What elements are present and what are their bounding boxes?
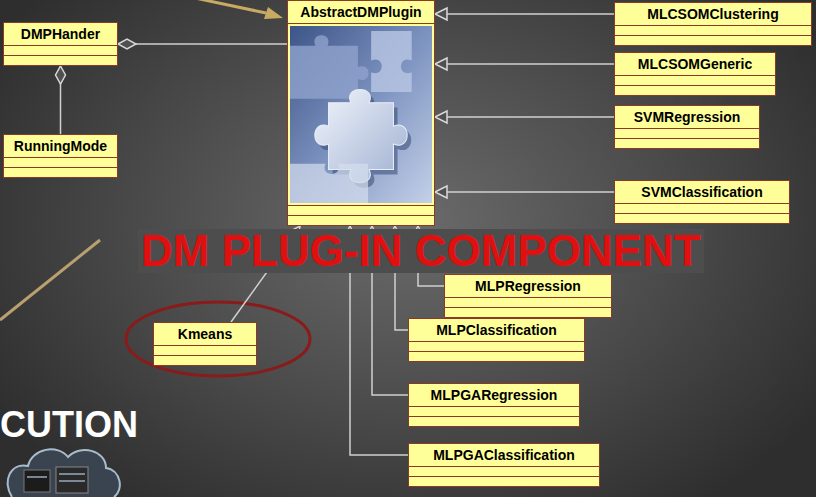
class-box: AbstractDMPlugin xyxy=(287,0,435,226)
class-name-compartment: MLPClassification xyxy=(409,319,584,341)
class-name-compartment: MLCSOMGeneric xyxy=(615,53,775,75)
class-name-compartment: AbstractDMPlugin xyxy=(288,1,434,23)
class-box: MLPRegression xyxy=(444,274,612,318)
class-name: DMPHander xyxy=(21,26,100,43)
connector-line xyxy=(435,191,614,193)
method-compartment xyxy=(154,355,256,365)
attribute-compartment xyxy=(615,25,811,35)
inheritance-triangle xyxy=(435,8,447,20)
aggregation-diamond xyxy=(118,39,136,49)
cloud-icon xyxy=(8,449,120,497)
class-name: MLPClassification xyxy=(436,322,557,339)
attribute-compartment xyxy=(615,128,759,138)
class-box: MLPGARegression xyxy=(408,383,580,427)
server-stripe xyxy=(27,476,47,478)
picture-compartment xyxy=(288,23,434,205)
class-name: RunningMode xyxy=(14,138,107,155)
method-compartment xyxy=(445,307,611,317)
attribute-compartment xyxy=(615,203,789,213)
method-compartment xyxy=(615,138,759,148)
class-name-compartment: MLCSOMClustering xyxy=(615,3,811,25)
class-name: MLCSOMClustering xyxy=(647,6,778,23)
class-box: RunningMode xyxy=(3,134,118,178)
attribute-compartment xyxy=(288,205,434,215)
class-name: MLPGARegression xyxy=(431,387,558,404)
aggregation-connector xyxy=(56,66,66,134)
class-name-compartment: MLPRegression xyxy=(445,275,611,297)
class-name-compartment: Kmeans xyxy=(154,323,256,345)
class-name-compartment: DMPHander xyxy=(4,23,117,45)
method-compartment xyxy=(4,55,117,65)
class-name: Kmeans xyxy=(178,326,232,343)
attribute-compartment xyxy=(4,45,117,55)
inheritance-connector xyxy=(435,8,614,20)
attribute-compartment xyxy=(154,345,256,355)
class-box: MLCSOMClustering xyxy=(614,2,812,46)
method-compartment xyxy=(4,167,117,177)
class-name-compartment: SVMClassification xyxy=(615,181,789,203)
inheritance-triangle xyxy=(435,111,447,123)
attribute-compartment xyxy=(409,341,584,351)
aggregation-connector xyxy=(118,39,287,49)
inheritance-triangle xyxy=(435,58,447,70)
cloud-outline xyxy=(8,449,120,497)
component-title: DM PLUG-IN COMPONENT xyxy=(138,229,704,273)
puzzle-illustration xyxy=(290,26,432,203)
puzzle-piece xyxy=(371,31,412,92)
inheritance-connector xyxy=(435,111,614,123)
attribute-compartment xyxy=(615,75,775,85)
class-name-compartment: MLPGAClassification xyxy=(409,444,599,466)
method-compartment xyxy=(409,351,584,361)
class-name: MLPRegression xyxy=(475,278,581,295)
server-icon xyxy=(56,467,88,493)
class-box: SVMClassification xyxy=(614,180,790,224)
class-name: SVMClassification xyxy=(641,184,762,201)
pointer-line xyxy=(0,240,100,320)
server-stripe xyxy=(59,480,85,482)
attribute-compartment xyxy=(409,466,599,476)
connector-line xyxy=(435,116,614,118)
attribute-compartment xyxy=(445,297,611,307)
section-heading-holder: CUTION xyxy=(0,407,138,443)
method-compartment xyxy=(409,476,599,486)
connector-line xyxy=(435,63,614,65)
server-icon xyxy=(24,470,50,492)
pointer-line xyxy=(195,0,266,13)
class-name: MLCSOMGeneric xyxy=(638,56,752,73)
method-compartment xyxy=(409,416,579,426)
class-box: DMPHander xyxy=(3,22,118,66)
class-box: MLPClassification xyxy=(408,318,585,362)
class-box: MLCSOMGeneric xyxy=(614,52,776,96)
aggregation-diamond xyxy=(56,66,66,84)
class-box: Kmeans xyxy=(153,322,257,366)
class-name: SVMRegression xyxy=(634,109,741,126)
class-name: MLPGAClassification xyxy=(433,447,575,464)
class-name: AbstractDMPlugin xyxy=(300,4,421,21)
method-compartment xyxy=(615,35,811,45)
method-compartment xyxy=(615,85,775,95)
inheritance-connector xyxy=(435,186,614,198)
attribute-compartment xyxy=(409,406,579,416)
class-name-compartment: RunningMode xyxy=(4,135,117,157)
server-stripe xyxy=(59,473,85,475)
class-box: MLPGAClassification xyxy=(408,443,600,487)
class-name-compartment: SVMRegression xyxy=(615,106,759,128)
class-box: SVMRegression xyxy=(614,105,760,149)
inheritance-triangle xyxy=(435,186,447,198)
connector-line xyxy=(435,13,614,15)
section-heading: CUTION xyxy=(0,407,138,443)
highlight-ellipse xyxy=(126,302,310,376)
component-title-holder: DM PLUG-IN COMPONENT xyxy=(138,229,704,273)
pointer-arrowhead xyxy=(264,7,283,19)
connector-line xyxy=(118,43,287,45)
class-name-compartment: MLPGARegression xyxy=(409,384,579,406)
method-compartment xyxy=(615,213,789,223)
inheritance-connector xyxy=(435,58,614,70)
method-compartment xyxy=(288,215,434,225)
attribute-compartment xyxy=(4,157,117,167)
puzzle-piece xyxy=(290,164,368,203)
